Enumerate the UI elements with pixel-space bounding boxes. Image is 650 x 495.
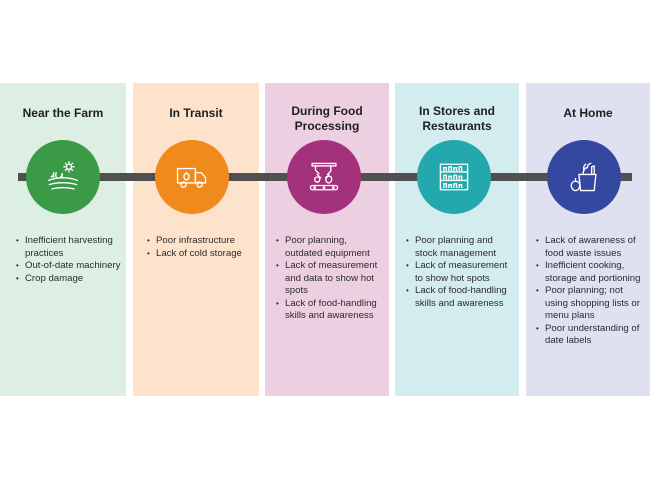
- transit-bullets: Poor infrastructure Lack of cold storage: [147, 235, 255, 260]
- farm-field-icon: [47, 161, 79, 190]
- list-item: Poor planning, outdated equipment: [276, 235, 384, 260]
- processing-circle: [287, 140, 361, 214]
- transit-circle: [155, 140, 229, 214]
- list-item: Lack of measurement and data to show hot…: [276, 260, 384, 298]
- stage-title: Near the Farm: [22, 105, 104, 120]
- list-item: Crop damage: [16, 273, 122, 286]
- list-item: Poor infrastructure: [147, 235, 255, 248]
- processing-bullets: Poor planning, outdated equipment Lack o…: [276, 235, 384, 323]
- stores-circle: [417, 140, 491, 214]
- stage-title: At Home: [563, 105, 613, 120]
- stores-bullets: Poor planning and stock management Lack …: [406, 235, 514, 310]
- list-item: Lack of food-handling skills and awarene…: [276, 298, 384, 323]
- list-item: Out-of-date machinery: [16, 260, 122, 273]
- list-item: Lack of cold storage: [147, 248, 255, 261]
- farm-circle: [26, 140, 100, 214]
- delivery-truck-icon: [176, 167, 207, 188]
- list-item: Poor planning and stock management: [406, 235, 514, 260]
- list-item: Lack of measurement to show hot spots: [406, 260, 514, 285]
- store-shelves-icon: [439, 163, 469, 191]
- home-circle: [547, 140, 621, 214]
- stage-title: During Food Processing: [291, 104, 363, 133]
- list-item: Lack of awareness of food waste issues: [536, 235, 644, 260]
- stage-title: In Stores and Restaurants: [418, 104, 495, 133]
- grocery-bag-icon: [570, 162, 597, 192]
- list-item: Inefficient cooking, storage and portion…: [536, 260, 644, 285]
- robotic-arm-icon: [309, 162, 339, 191]
- home-bullets: Lack of awareness of food waste issues I…: [536, 235, 644, 348]
- list-item: Lack of food-handling skills and awarene…: [406, 285, 514, 310]
- stage-title: In Transit: [169, 105, 223, 120]
- list-item: Inefficient harvesting practices: [16, 235, 122, 260]
- list-item: Poor understanding of date labels: [536, 323, 644, 348]
- list-item: Poor planning; not using shopping lists …: [536, 285, 644, 323]
- farm-bullets: Inefficient harvesting practices Out-of-…: [16, 235, 122, 285]
